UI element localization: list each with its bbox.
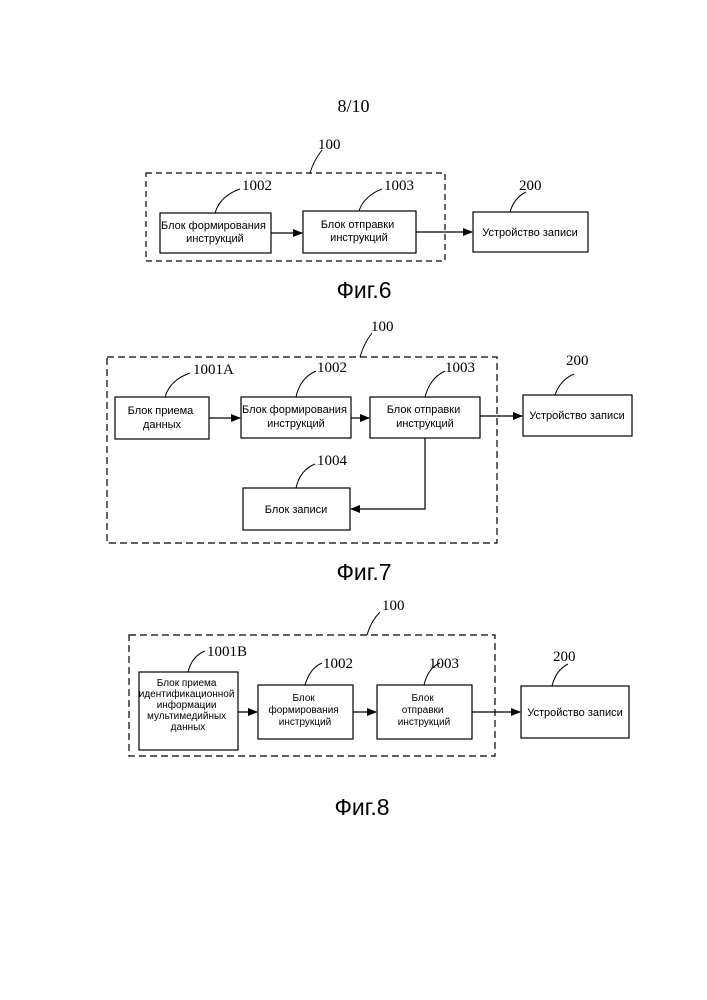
group-100-ref: 100 [371, 319, 394, 335]
block-1001b-ref: 1001В [207, 644, 247, 660]
figure-6: 100 Блок формирования инструкций 1002 Бл… [146, 137, 588, 303]
block-1004-ref: 1004 [317, 453, 348, 469]
block-1003-ref: 1003 [384, 178, 414, 194]
figure-8: 100 Блок приема идентификационной информ… [129, 598, 629, 820]
block-1003-ref: 1003 [429, 656, 459, 672]
block-200-ref: 200 [553, 649, 576, 665]
figure-8-caption: Фиг.8 [334, 794, 389, 820]
block-200-label: Устройство записи [527, 707, 623, 719]
block-200-ref: 200 [519, 178, 542, 194]
figure-6-caption: Фиг.6 [336, 277, 391, 303]
figure-7: 100 Блок приема данных 1001А Блок формир… [107, 319, 632, 585]
block-1001a [115, 397, 209, 439]
block-1003-label: Блок отправки инструкций [321, 219, 398, 244]
block-1002-ref: 1002 [242, 178, 272, 194]
figure-7-caption: Фиг.7 [336, 559, 391, 585]
block-200-label: Устройство записи [482, 227, 578, 239]
block-1002-ref: 1002 [317, 360, 347, 376]
block-200-label: Устройство записи [529, 410, 625, 422]
arrow-1003-1004 [351, 438, 425, 509]
block-1001a-ref: 1001А [193, 362, 234, 378]
block-1002-ref: 1002 [323, 656, 353, 672]
block-1004-label: Блок записи [265, 504, 328, 516]
group-100-ref: 100 [318, 137, 341, 153]
block-200-ref: 200 [566, 353, 589, 369]
group-100-ref: 100 [382, 598, 405, 614]
block-1003-ref: 1003 [445, 360, 475, 376]
